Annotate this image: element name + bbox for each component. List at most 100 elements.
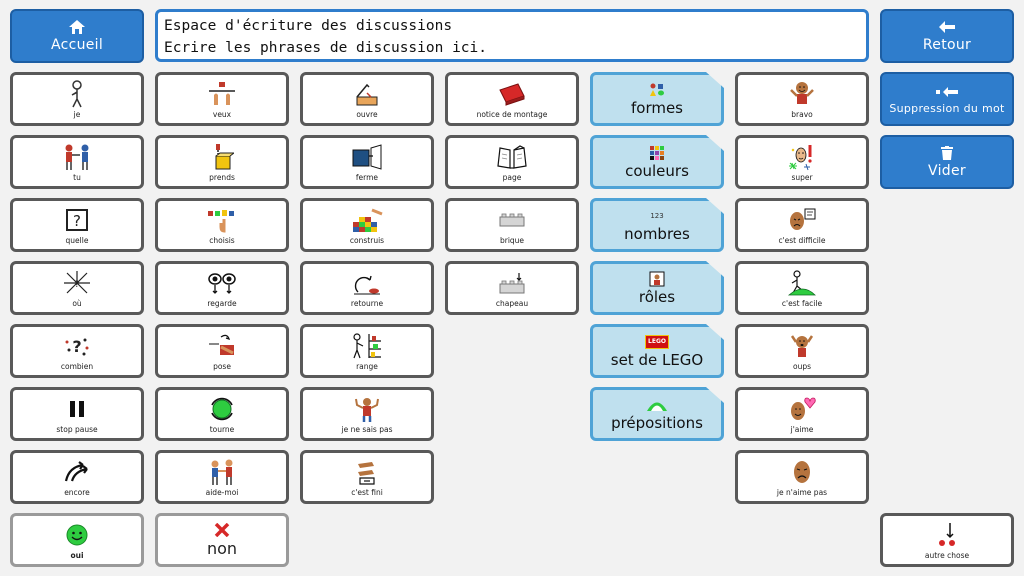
svg-text:?: ?: [75, 280, 80, 290]
word-chapeau[interactable]: chapeau: [445, 261, 579, 315]
word-label: ferme: [355, 173, 379, 182]
word-label: non: [206, 539, 238, 558]
turn-circle-icon: [208, 395, 236, 423]
smiley-yes-icon: [66, 521, 88, 549]
choose-items-icon: [206, 206, 238, 234]
svg-text:?: ?: [73, 212, 81, 230]
word-bravo[interactable]: bravo: [735, 72, 869, 126]
word-label: page: [502, 173, 522, 182]
category-set-de-lego[interactable]: LEGO set de LEGO: [590, 324, 724, 378]
word-veux[interactable]: veux: [155, 72, 289, 126]
other-choice-button[interactable]: autre chose: [880, 513, 1014, 567]
word-range[interactable]: range: [300, 324, 434, 378]
home-icon: [69, 19, 85, 35]
word-label: oups: [792, 362, 811, 371]
discussion-textbox[interactable]: Espace d'écriture des discussions Ecrire…: [155, 9, 869, 62]
word-encore[interactable]: encore: [10, 450, 144, 504]
category-label: rôles: [638, 287, 676, 306]
word-ferme[interactable]: ferme: [300, 135, 434, 189]
other-arrow-dots-icon: [934, 521, 960, 549]
close-door-icon: [351, 143, 383, 171]
like-heart-icon: [787, 395, 817, 423]
word-label: bravo: [791, 110, 813, 119]
word-retourne[interactable]: retourne: [300, 261, 434, 315]
word-je-naime-pas[interactable]: je n'aime pas: [735, 450, 869, 504]
word-brique[interactable]: brique: [445, 198, 579, 252]
word-label: brique: [499, 236, 525, 245]
category-formes[interactable]: formes: [590, 72, 724, 126]
delete-word-button[interactable]: Suppression du mot: [880, 72, 1014, 126]
word-aide-moi[interactable]: aide-moi: [155, 450, 289, 504]
category-roles[interactable]: rôles: [590, 261, 724, 315]
no-cross-icon: [214, 522, 230, 538]
word-combien[interactable]: ? combien: [10, 324, 144, 378]
how-many-icon: ?: [64, 332, 90, 360]
home-button[interactable]: Accueil: [10, 9, 144, 63]
help-me-icon: [207, 458, 237, 486]
word-label: retourne: [350, 299, 384, 308]
word-label: c'est fini: [351, 488, 383, 497]
word-tu[interactable]: tu: [10, 135, 144, 189]
category-nombres[interactable]: 123 nombres: [590, 198, 724, 252]
word-label: chapeau: [495, 299, 529, 308]
word-label: je: [73, 110, 81, 119]
prepositions-icon: [646, 397, 668, 413]
roles-icon: [649, 271, 665, 287]
word-regarde[interactable]: regarde: [155, 261, 289, 315]
again-arrow-icon: [63, 458, 91, 486]
instruction-book-icon: [498, 80, 526, 108]
two-people-pointing-icon: [62, 143, 92, 171]
word-super[interactable]: super: [735, 135, 869, 189]
word-label: c'est difficile: [778, 236, 826, 245]
word-ouvre[interactable]: ouvre: [300, 72, 434, 126]
person-pointing-self-icon: [67, 80, 87, 108]
word-choisis[interactable]: choisis: [155, 198, 289, 252]
word-label: tu: [73, 173, 81, 182]
word-je-ne-sais-pas[interactable]: je ne sais pas: [300, 387, 434, 441]
word-label: j'aime: [790, 425, 814, 434]
word-page[interactable]: page: [445, 135, 579, 189]
finished-hands-icon: [354, 458, 380, 486]
category-couleurs[interactable]: couleurs: [590, 135, 724, 189]
word-oups[interactable]: oups: [735, 324, 869, 378]
brick-icon: [499, 206, 525, 234]
category-label: nombres: [624, 224, 690, 243]
numbers-symbol: 123: [650, 211, 664, 220]
word-tourne[interactable]: tourne: [155, 387, 289, 441]
word-non[interactable]: non: [155, 513, 289, 567]
word-construis[interactable]: construis: [300, 198, 434, 252]
back-button[interactable]: Retour: [880, 9, 1014, 63]
word-label: choisis: [209, 236, 235, 245]
word-pose[interactable]: pose: [155, 324, 289, 378]
pause-icon: [68, 395, 86, 423]
word-jaime[interactable]: j'aime: [735, 387, 869, 441]
word-je[interactable]: je: [10, 72, 144, 126]
shrug-person-icon: [352, 395, 382, 423]
build-blocks-icon: [350, 206, 384, 234]
word-ou[interactable]: ? où: [10, 261, 144, 315]
word-label: c'est facile: [781, 299, 823, 308]
word-cest-difficile[interactable]: c'est difficile: [735, 198, 869, 252]
clear-button[interactable]: Vider: [880, 135, 1014, 189]
word-label: ouvre: [356, 110, 378, 119]
word-label: encore: [64, 488, 90, 497]
word-label: oui: [70, 551, 84, 560]
word-stop-pause[interactable]: stop pause: [10, 387, 144, 441]
word-cest-fini[interactable]: c'est fini: [300, 450, 434, 504]
delete-word-label: Suppression du mot: [889, 101, 1005, 115]
flip-over-icon: [352, 269, 382, 297]
delete-word-icon: [936, 84, 958, 100]
word-quelle[interactable]: ? quelle: [10, 198, 144, 252]
word-label: quelle: [65, 236, 89, 245]
word-oui[interactable]: oui: [10, 513, 144, 567]
word-label: notice de montage: [476, 110, 548, 119]
word-label: je n'aime pas: [776, 488, 828, 497]
word-cest-facile[interactable]: c'est facile: [735, 261, 869, 315]
look-eyes-icon: [207, 269, 237, 297]
dislike-face-icon: [791, 458, 813, 486]
word-label: super: [791, 173, 813, 182]
word-notice-de-montage[interactable]: notice de montage: [445, 72, 579, 126]
word-prends[interactable]: prends: [155, 135, 289, 189]
category-prepositions[interactable]: prépositions: [590, 387, 724, 441]
easy-icon: [787, 269, 817, 297]
